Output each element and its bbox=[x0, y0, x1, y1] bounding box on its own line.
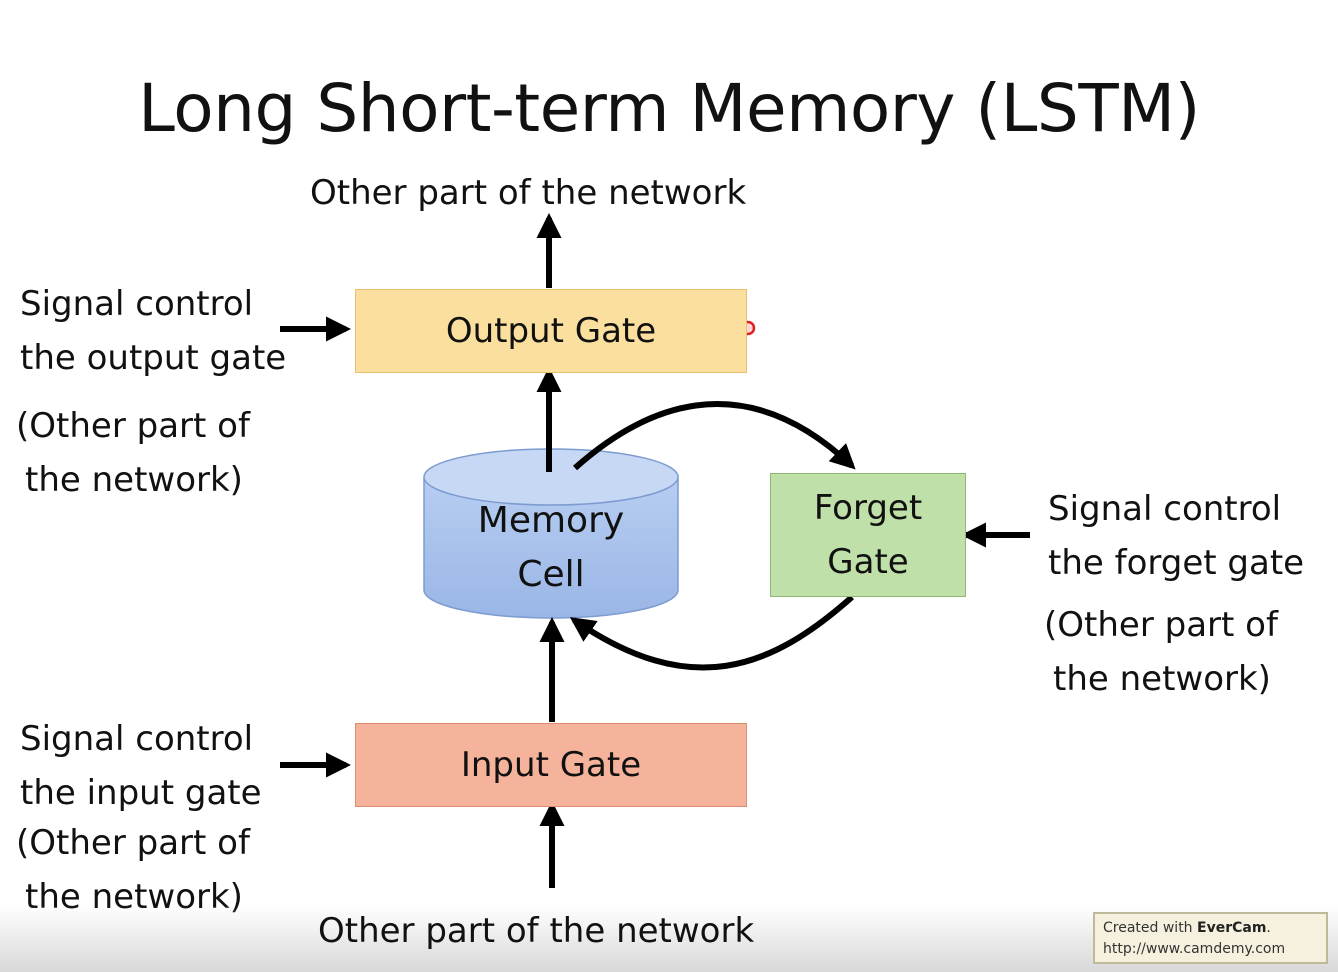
evercam-badge[interactable]: Created with EverCam. http://www.camdemy… bbox=[1093, 912, 1328, 964]
arrow-cell-to-forget-gate bbox=[573, 401, 856, 471]
forget-gate-label-line1: Forget bbox=[813, 488, 923, 528]
memory-cell-label-line1: Memory bbox=[477, 500, 625, 541]
evercam-badge-url[interactable]: http://www.camdemy.com bbox=[1103, 941, 1286, 957]
bottom-network-label: Other part of the network bbox=[318, 911, 755, 951]
forget-gate-signal-line2: the forget gate bbox=[1048, 543, 1305, 583]
forget-gate-source-line2: the network) bbox=[1053, 659, 1271, 699]
input-gate-signal-line2: the input gate bbox=[20, 773, 262, 813]
forget-gate-source-label: (Other part of the network) bbox=[1044, 598, 1278, 706]
output-gate-box: Output Gate bbox=[355, 289, 747, 373]
memory-cell-label-line2: Cell bbox=[517, 554, 585, 595]
forget-gate-signal-label: Signal control the forget gate bbox=[1048, 482, 1304, 590]
forget-gate-source-line1: (Other part of bbox=[1044, 605, 1278, 645]
forget-gate-box: Forget Gate bbox=[770, 473, 966, 597]
input-gate-signal-line1: Signal control bbox=[20, 719, 254, 759]
output-gate-signal-line1: Signal control bbox=[20, 284, 254, 324]
output-gate-source-line1: (Other part of bbox=[16, 406, 250, 446]
output-gate-label: Output Gate bbox=[445, 311, 657, 351]
output-gate-signal-label: Signal control the output gate bbox=[20, 277, 286, 385]
input-gate-box: Input Gate bbox=[355, 723, 747, 807]
output-gate-signal-line2: the output gate bbox=[20, 338, 287, 378]
output-gate-source-label: (Other part of the network) bbox=[16, 399, 250, 507]
input-gate-label: Input Gate bbox=[460, 745, 642, 785]
memory-cell-label: Memory Cell bbox=[424, 494, 678, 602]
output-gate-source-line2: the network) bbox=[25, 460, 243, 500]
input-gate-source-line1: (Other part of bbox=[16, 823, 250, 863]
slide-title: Long Short-term Memory (LSTM) bbox=[138, 70, 1200, 147]
evercam-badge-line1: Created with EverCam. bbox=[1103, 920, 1271, 936]
input-gate-signal-label: Signal control the input gate bbox=[20, 712, 262, 820]
forget-gate-signal-line1: Signal control bbox=[1048, 489, 1282, 529]
top-network-label: Other part of the network bbox=[310, 173, 747, 213]
arrow-forget-gate-to-cell bbox=[569, 594, 854, 671]
forget-gate-label-line2: Gate bbox=[827, 542, 909, 582]
